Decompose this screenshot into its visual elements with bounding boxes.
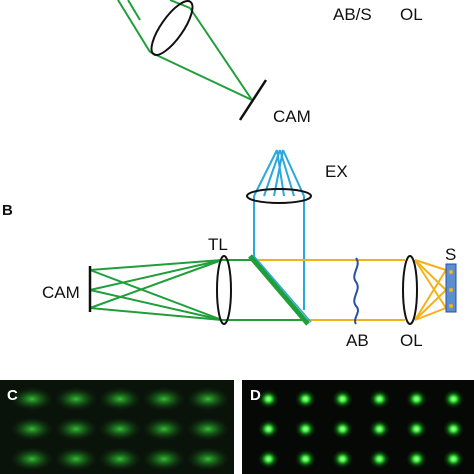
label-cam: CAM [42,283,80,302]
ex-lens-icon [246,188,312,204]
image-c-spot [142,417,186,441]
label-ex: EX [325,162,348,181]
image-d-spot [405,449,428,469]
panel-d: D [242,380,474,474]
image-c-spot [54,387,98,411]
image-d-spot [331,389,354,409]
label-s: S [445,245,456,264]
image-c-spot [98,447,142,471]
image-d-spot [294,389,317,409]
image-c-spot [186,387,230,411]
image-d-spot [331,419,354,439]
image-c-spot [186,417,230,441]
panel-label-c: C [7,387,18,404]
image-d-spot [368,389,391,409]
panel-a-beams [117,0,253,101]
image-d-spot [368,449,391,469]
label-ab: AB [346,331,369,350]
image-d-spot [294,419,317,439]
image-d-spot [442,449,465,469]
image-d-spot [257,449,280,469]
panel-label-d: D [250,387,261,404]
beam-ray [149,51,253,101]
image-d-spot [294,449,317,469]
panel-b: B EX [2,149,457,350]
lens-icon [150,0,194,56]
beam-ray [127,0,141,21]
image-d-spot [257,389,280,409]
image-c-spot [142,387,186,411]
tube-lens-icon [216,255,232,325]
image-d-spot [331,449,354,469]
dichroic-mirror-edge [252,254,312,323]
image-c-spot [98,417,142,441]
label-tl: TL [208,235,228,254]
image-c-spot [186,447,230,471]
image-d-spot [257,419,280,439]
image-d-spot [405,419,428,439]
image-d-background [242,380,474,474]
label-cam-top: CAM [273,107,311,126]
sample-points [449,270,453,308]
image-d-spot [405,389,428,409]
image-c-spots [10,387,230,471]
panel-a: AB/S OL CAM [117,0,423,126]
image-d-spot [442,389,465,409]
camera-sensor-icon [238,79,268,121]
label-ol: OL [400,331,423,350]
beam-ray [189,7,253,101]
image-d-spot [368,419,391,439]
aberration-wave-icon [353,257,359,325]
image-d-spots [257,389,465,469]
objective-lens-icon [402,255,418,325]
image-c-spot [142,447,186,471]
image-c-spot [10,417,54,441]
image-c-spot [54,417,98,441]
image-c-spot [10,387,54,411]
panel-label-b: B [2,202,13,219]
emission-beam [89,259,304,321]
beam-ray [117,0,151,53]
excitation-beam [253,149,305,310]
image-c-spot [54,447,98,471]
panel-c: C [0,380,234,474]
image-d-spot [442,419,465,439]
image-c-spot [98,387,142,411]
label-ol-top: OL [400,5,423,24]
label-ab-s: AB/S [333,5,372,24]
image-c-spot [10,447,54,471]
dichroic-mirror [248,254,310,326]
